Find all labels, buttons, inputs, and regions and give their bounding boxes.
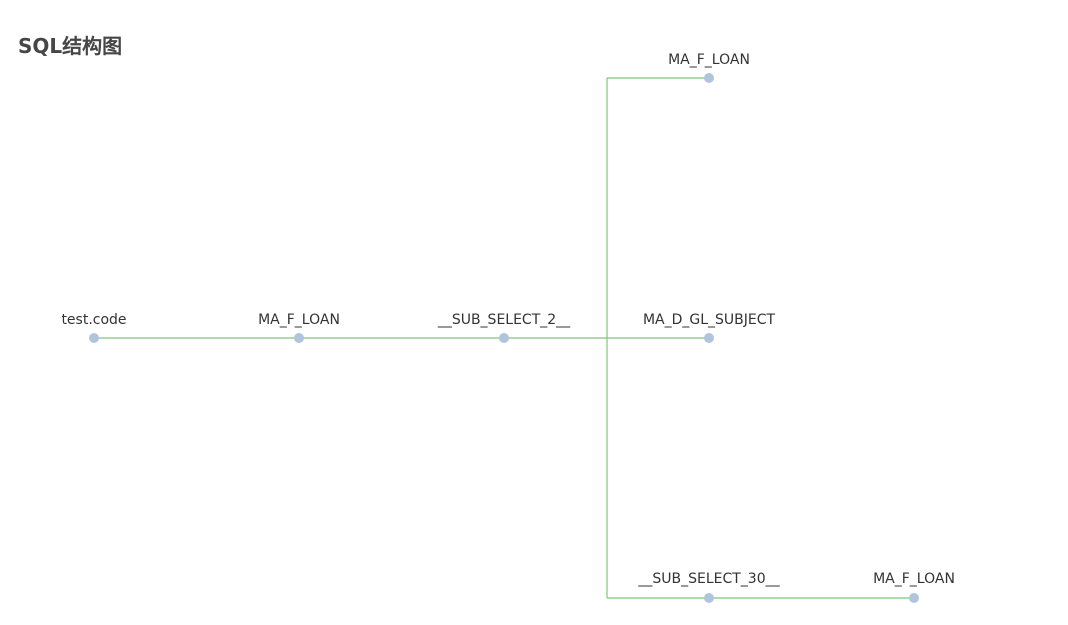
node-ma-d-gl-subject[interactable] — [704, 333, 714, 343]
edges — [94, 77, 914, 599]
node-test-code[interactable] — [89, 333, 99, 343]
node-sub-select-30[interactable] — [704, 593, 714, 603]
label-test-code: test.code — [61, 312, 126, 328]
chart-title: SQL结构图 — [18, 34, 123, 58]
label-ma-f-loan: MA_F_LOAN — [258, 312, 340, 328]
node-ma-f-loan-top[interactable] — [704, 73, 714, 83]
nodes — [89, 73, 919, 603]
label-sub-select-30: __SUB_SELECT_30__ — [637, 571, 780, 587]
label-ma-d-gl-subject: MA_D_GL_SUBJECT — [643, 312, 776, 328]
edge-level2-children — [504, 77, 709, 599]
node-ma-f-loan[interactable] — [294, 333, 304, 343]
labels: test.code MA_F_LOAN __SUB_SELECT_2__ MA_… — [61, 52, 954, 587]
label-sub-select-2: __SUB_SELECT_2__ — [437, 312, 571, 328]
label-ma-f-loan-top: MA_F_LOAN — [668, 52, 750, 68]
node-ma-f-loan-leaf[interactable] — [909, 593, 919, 603]
node-sub-select-2[interactable] — [499, 333, 509, 343]
label-ma-f-loan-leaf: MA_F_LOAN — [873, 571, 955, 587]
